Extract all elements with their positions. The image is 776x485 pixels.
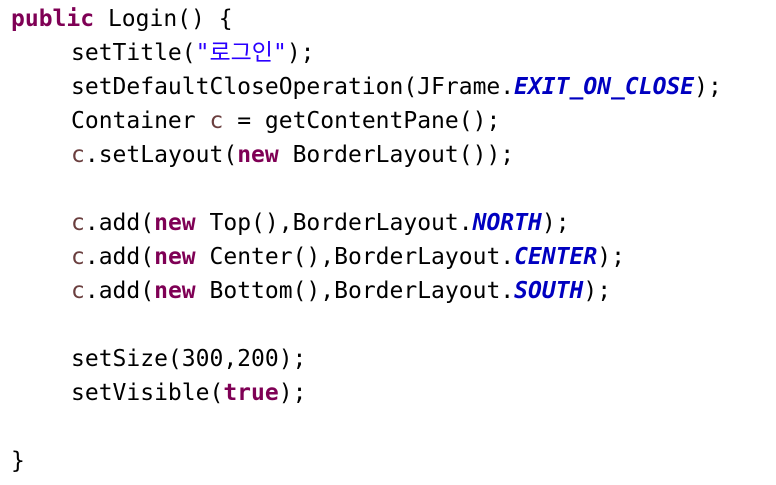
code-token-kw: public xyxy=(11,6,95,32)
code-token-plain: setSize(300,200); xyxy=(71,346,307,372)
code-token-plain: Login() { xyxy=(94,6,233,32)
code-token-fld: c xyxy=(71,244,85,270)
code-token-plain: BorderLayout()); xyxy=(278,142,515,168)
code-token-const: NORTH xyxy=(472,210,542,236)
code-token-kw: new xyxy=(154,210,196,236)
code-token-fld: c xyxy=(71,142,85,168)
code-token-const: EXIT_ON_CLOSE xyxy=(514,74,695,100)
code-token-plain: ); xyxy=(694,74,722,100)
code-line[interactable]: setVisible(true); xyxy=(11,376,776,410)
code-line[interactable]: setTitle("로그인"); xyxy=(11,36,776,70)
code-token-plain: Container xyxy=(71,108,210,134)
code-line[interactable] xyxy=(11,172,776,206)
code-line[interactable]: c.add(new Bottom(),BorderLayout.SOUTH); xyxy=(11,274,776,308)
code-token-plain: ); xyxy=(583,278,612,304)
code-token-plain: Top(),BorderLayout. xyxy=(195,210,473,236)
code-token-fld: c xyxy=(209,108,224,134)
code-line[interactable]: c.add(new Top(),BorderLayout.NORTH); xyxy=(11,206,776,240)
code-token-kw: new xyxy=(237,142,279,168)
code-token-const: SOUTH xyxy=(514,278,584,304)
code-token-plain: .add( xyxy=(84,244,155,270)
code-token-plain: ); xyxy=(278,380,307,406)
code-token-kw: true xyxy=(223,380,279,406)
code-token-plain: setVisible( xyxy=(71,380,224,406)
code-line[interactable] xyxy=(11,410,776,444)
code-token-plain: .add( xyxy=(84,278,155,304)
code-line[interactable]: setSize(300,200); xyxy=(11,342,776,376)
code-token-plain: ); xyxy=(597,244,625,270)
code-token-plain: setTitle( xyxy=(71,40,196,66)
code-token-kw: new xyxy=(154,278,196,304)
code-token-plain: Bottom(),BorderLayout. xyxy=(195,278,515,304)
code-line[interactable]: Container c = getContentPane(); xyxy=(11,104,776,138)
code-token-plain: .add( xyxy=(84,210,155,236)
code-line[interactable]: public Login() { xyxy=(11,2,776,36)
code-token-fld: c xyxy=(71,278,85,304)
code-line[interactable]: c.add(new Center(),BorderLayout.CENTER); xyxy=(11,240,776,274)
code-token-plain: setDefaultCloseOperation(JFrame. xyxy=(71,74,515,100)
code-token-fld: c xyxy=(71,210,85,236)
code-token-plain: Center(),BorderLayout. xyxy=(195,244,515,270)
code-token-kw: new xyxy=(154,244,196,270)
code-token-plain: = getContentPane(); xyxy=(223,108,501,134)
code-token-str: "로그인" xyxy=(195,40,287,66)
code-token-plain: ); xyxy=(286,40,315,66)
code-line[interactable] xyxy=(11,308,776,342)
code-line[interactable]: } xyxy=(11,444,776,478)
code-token-plain: } xyxy=(11,448,25,474)
code-token-const: CENTER xyxy=(514,244,598,270)
code-line[interactable]: setDefaultCloseOperation(JFrame.EXIT_ON_… xyxy=(11,70,776,104)
code-token-plain: ); xyxy=(541,210,570,236)
code-line[interactable]: c.setLayout(new BorderLayout()); xyxy=(11,138,776,172)
code-token-plain: .setLayout( xyxy=(84,142,238,168)
